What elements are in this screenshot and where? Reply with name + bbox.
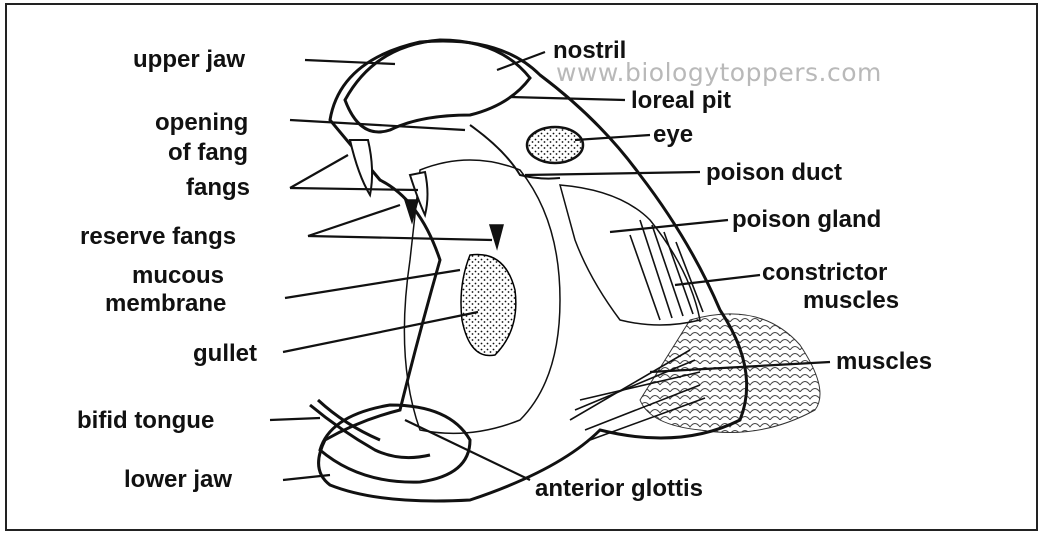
neck-scales	[640, 314, 820, 433]
eye-shape	[527, 127, 583, 163]
constrictor-muscle-lines	[630, 220, 703, 320]
label-constrictor-line2: muscles	[803, 287, 899, 314]
label-mucous-line1: mucous	[132, 262, 224, 289]
gullet-region	[461, 254, 516, 355]
label-fangs: fangs	[186, 174, 250, 201]
label-reserve-fangs: reserve fangs	[80, 223, 236, 250]
label-mucous-line2: membrane	[105, 290, 226, 317]
upper-jaw-shape	[345, 40, 530, 132]
label-nostril: nostril	[553, 37, 626, 64]
label-muscles: muscles	[836, 348, 932, 375]
label-eye: eye	[653, 121, 693, 148]
label-anterior-glottis: anterior glottis	[535, 475, 703, 502]
label-upper-jaw: upper jaw	[133, 46, 245, 73]
label-lower-jaw: lower jaw	[124, 466, 232, 493]
label-opening-line1: opening	[155, 109, 248, 136]
label-poison-gland: poison gland	[732, 206, 881, 233]
label-gullet: gullet	[193, 340, 257, 367]
fang-left-shape	[350, 140, 372, 195]
label-poison-duct: poison duct	[706, 159, 842, 186]
label-bifid-tongue: bifid tongue	[77, 407, 214, 434]
label-loreal-pit: loreal pit	[631, 87, 731, 114]
label-constrictor-line1: constrictor	[762, 259, 887, 286]
label-opening-line2: of fang	[168, 139, 248, 166]
lower-jaw-shape	[320, 405, 470, 482]
